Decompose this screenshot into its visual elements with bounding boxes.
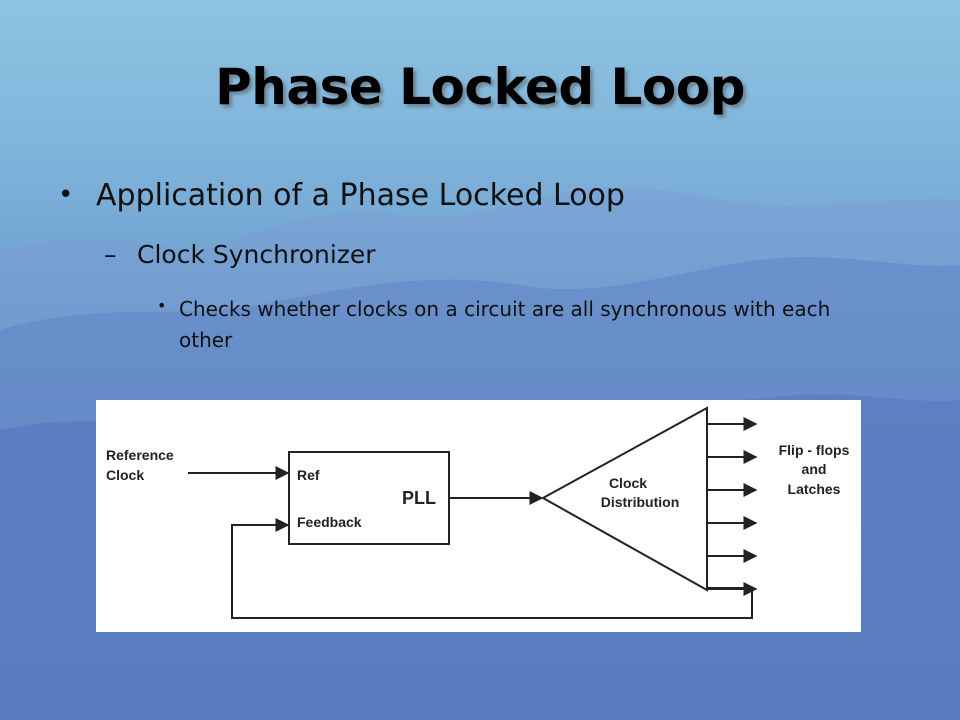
outputs-label-line1: Flip - flops	[779, 442, 850, 458]
bullet-level-3-text: Checks whether clocks on a circuit are a…	[179, 297, 831, 352]
outputs-label-line2: and	[802, 461, 827, 477]
bullet-dot-icon: •	[157, 296, 167, 315]
pll-clock-diagram: Reference Clock Ref Feedback PLL Clock D…	[96, 400, 861, 632]
reference-clock-label-line1: Reference	[106, 447, 174, 463]
pll-label: PLL	[402, 488, 436, 508]
bullet-level-1-text: Application of a Phase Locked Loop	[96, 178, 625, 213]
distribution-output-arrows	[707, 417, 758, 596]
outputs-label-line3: Latches	[788, 481, 841, 497]
clock-distribution-label-line1: Clock	[609, 475, 647, 491]
pll-diagram-svg: Reference Clock Ref Feedback PLL Clock D…	[106, 406, 850, 619]
clock-distribution-label-line2: Distribution	[601, 494, 680, 510]
bullet-level-2-text: Clock Synchronizer	[137, 240, 376, 269]
clock-distribution-triangle	[540, 406, 708, 592]
feedback-loop-line	[231, 518, 753, 619]
reference-clock-label-line2: Clock	[106, 467, 144, 483]
pll-feedback-label: Feedback	[297, 514, 362, 530]
slide-title: Phase Locked Loop	[215, 58, 745, 116]
bullet-dot-icon: •	[58, 180, 74, 210]
bullet-dash-icon: –	[104, 240, 117, 269]
pll-ref-label: Ref	[297, 467, 320, 483]
